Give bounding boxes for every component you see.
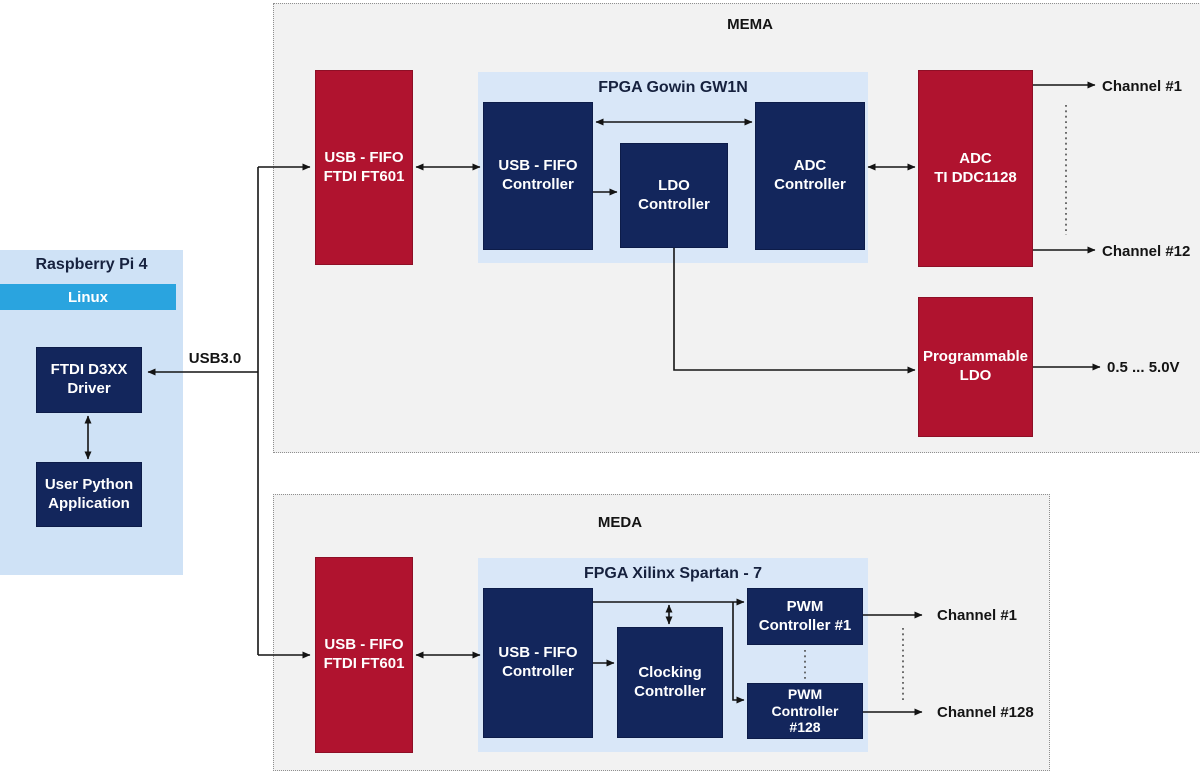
meda-channel-128-label: Channel #128 [937,703,1034,721]
mema-fifo-line1: USB - FIFO [324,148,404,166]
mema-channel-12-label: Channel #12 [1102,242,1191,260]
user-app-line1: User Python [44,475,134,493]
pwm1-line2: Controller #1 [758,616,852,634]
adc-chip-line2: TI DDC1128 [934,168,1017,186]
prog-ldo-line2: LDO [959,367,992,384]
linux-os-label: Linux [68,288,108,306]
mema-usb-fifo-controller-block: USB - FIFO Controller [483,102,593,250]
ldo-controller-block: LDO Controller [620,143,728,248]
mema-usb-fifo-ctrl-line2: Controller [502,176,574,193]
adc-ctrl-line1: ADC [793,157,827,175]
adc-ti-ddc1128-block: ADC TI DDC1128 [918,70,1033,267]
voltage-range-label: 0.5 ... 5.0V [1107,358,1180,376]
meda-usb-fifo-ctrl-line2: Controller [502,663,574,680]
prog-ldo-line1: Programmable [922,348,1029,366]
clocking-ctrl-line1: Clocking [638,663,702,681]
pwm128-line1: PWM [787,686,823,703]
mema-usb-fifo-ft601-block: USB - FIFO FTDI FT601 [315,70,413,265]
pwm128-line3: #128 [789,719,821,736]
user-python-application-block: User Python Application [36,462,142,527]
fpga-xilinx-title: FPGA Xilinx Spartan - 7 [583,565,763,582]
fpga-gowin-title: FPGA Gowin GW1N [598,79,748,96]
pwm128-line2: Controller [771,702,839,719]
meda-fifo-line1: USB - FIFO [324,636,404,654]
ftdi-driver-line1: FTDI D3XX [50,361,128,379]
adc-controller-block: ADC Controller [755,102,865,250]
meda-usb-fifo-controller-block: USB - FIFO Controller [483,588,593,738]
pwm-controller-1-block: PWM Controller #1 [747,588,863,645]
meda-usb-fifo-ft601-block: USB - FIFO FTDI FT601 [315,557,413,753]
meda-channel-1-label: Channel #1 [937,606,1018,624]
clocking-ctrl-line2: Controller [634,682,706,700]
meda-section-title: MEDA [597,514,643,531]
clocking-controller-block: Clocking Controller [617,627,723,738]
meda-fifo-line2: FTDI FT601 [323,655,405,672]
adc-chip-line1: ADC [959,149,992,167]
mema-usb-fifo-ctrl-line1: USB - FIFO [498,157,578,175]
pwm-controller-128-block: PWM Controller #128 [747,683,863,739]
adc-ctrl-line2: Controller [774,176,846,193]
ftdi-d3xx-driver-block: FTDI D3XX Driver [36,347,142,413]
raspberry-pi-title: Raspberry Pi 4 [35,256,148,273]
programmable-ldo-block: Programmable LDO [918,297,1033,437]
user-app-line2: Application [48,494,130,512]
ftdi-driver-line2: Driver [67,380,111,397]
ldo-ctrl-line2: Controller [638,195,710,213]
linux-os-bar: Linux [0,284,176,310]
mema-section-title: MEMA [727,16,773,33]
mema-fifo-line2: FTDI FT601 [323,167,405,185]
ldo-ctrl-line1: LDO [658,176,690,194]
pwm1-line1: PWM [786,597,824,615]
usb3-link-label: USB3.0 [188,349,242,367]
meda-usb-fifo-ctrl-line1: USB - FIFO [498,644,578,662]
mema-channel-1-label: Channel #1 [1102,77,1183,95]
